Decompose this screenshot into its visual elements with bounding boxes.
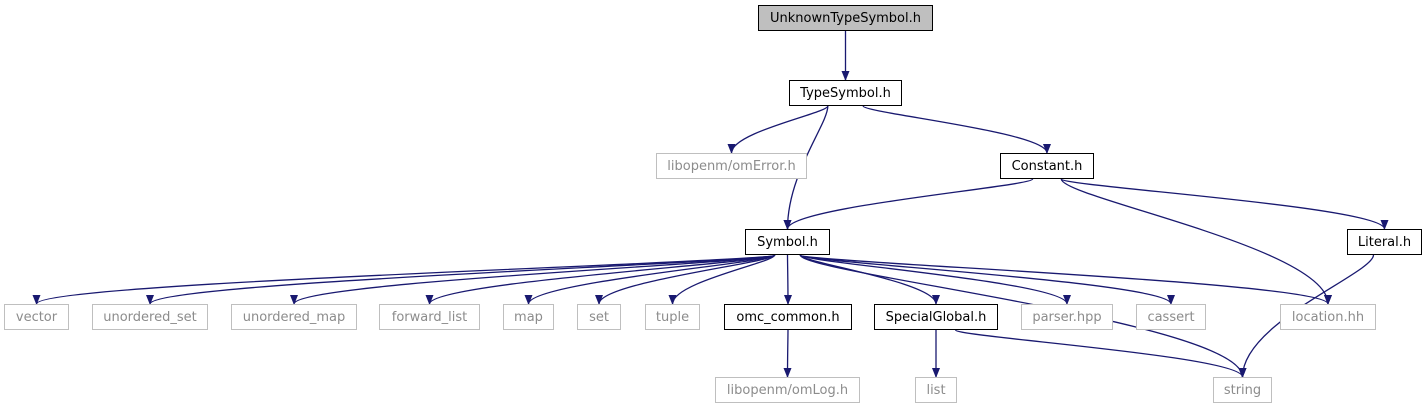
edge-symbol-to-string: [799, 254, 1247, 378]
node-constant-h[interactable]: Constant.h: [1000, 153, 1094, 179]
node-cassert[interactable]: cassert: [1136, 304, 1206, 330]
node-symbol-h[interactable]: Symbol.h: [745, 229, 830, 255]
node-tuple[interactable]: tuple: [645, 304, 700, 330]
edge-literal-to-string: [1238, 254, 1375, 378]
edge-symbol-to-unordered_map: [290, 254, 776, 305]
node-location-hh[interactable]: location.hh: [1280, 304, 1376, 330]
node-libopenm-omerror-h[interactable]: libopenm/omError.h: [656, 153, 807, 179]
node-literal-h[interactable]: Literal.h: [1347, 229, 1422, 255]
edge-specialglobal-to-string: [954, 329, 1247, 378]
edge-typesymbol-to-constant: [862, 105, 1051, 154]
edge-omc_common-to-omlog: [783, 329, 792, 378]
edge-symbol-to-set: [595, 254, 776, 305]
edge-symbol-to-location: [799, 254, 1332, 305]
edge-constant-to-literal: [1060, 178, 1389, 230]
node-parser-hpp[interactable]: parser.hpp: [1021, 304, 1113, 330]
node-set[interactable]: set: [577, 304, 621, 330]
node-unknowntypesymbol-h[interactable]: UnknownTypeSymbol.h: [758, 5, 933, 31]
edge-symbol-to-cassert: [799, 254, 1175, 305]
edge-constant-to-symbol: [783, 178, 1034, 230]
edge-constant-to-location: [1060, 178, 1332, 305]
edge-symbol-to-tuple: [668, 254, 776, 305]
node-map[interactable]: map: [503, 304, 554, 330]
edge-symbol-to-specialglobal: [799, 254, 940, 305]
node-unordered-set[interactable]: unordered_set: [92, 304, 208, 330]
edge-symbol-to-parser: [799, 254, 1071, 305]
node-vector[interactable]: vector: [4, 304, 69, 330]
node-omc-common-h[interactable]: omc_common.h: [724, 304, 852, 330]
edge-symbol-to-vector: [32, 254, 776, 305]
edge-symbol-to-map: [524, 254, 776, 305]
node-unordered-map[interactable]: unordered_map: [231, 304, 357, 330]
node-string[interactable]: string: [1213, 377, 1272, 403]
edge-symbol-to-forward_list: [425, 254, 776, 305]
edge-symbol-to-omc_common: [783, 254, 792, 305]
node-forward-list[interactable]: forward_list: [379, 304, 480, 330]
edge-typesymbol-to-symbol: [783, 105, 829, 230]
node-specialglobal-h[interactable]: SpecialGlobal.h: [874, 304, 998, 330]
node-libopenm-omlog-h[interactable]: libopenm/omLog.h: [715, 377, 860, 403]
edge-typesymbol-to-omerror: [727, 105, 829, 154]
node-list[interactable]: list: [915, 377, 957, 403]
node-typesymbol-h[interactable]: TypeSymbol.h: [789, 80, 902, 106]
